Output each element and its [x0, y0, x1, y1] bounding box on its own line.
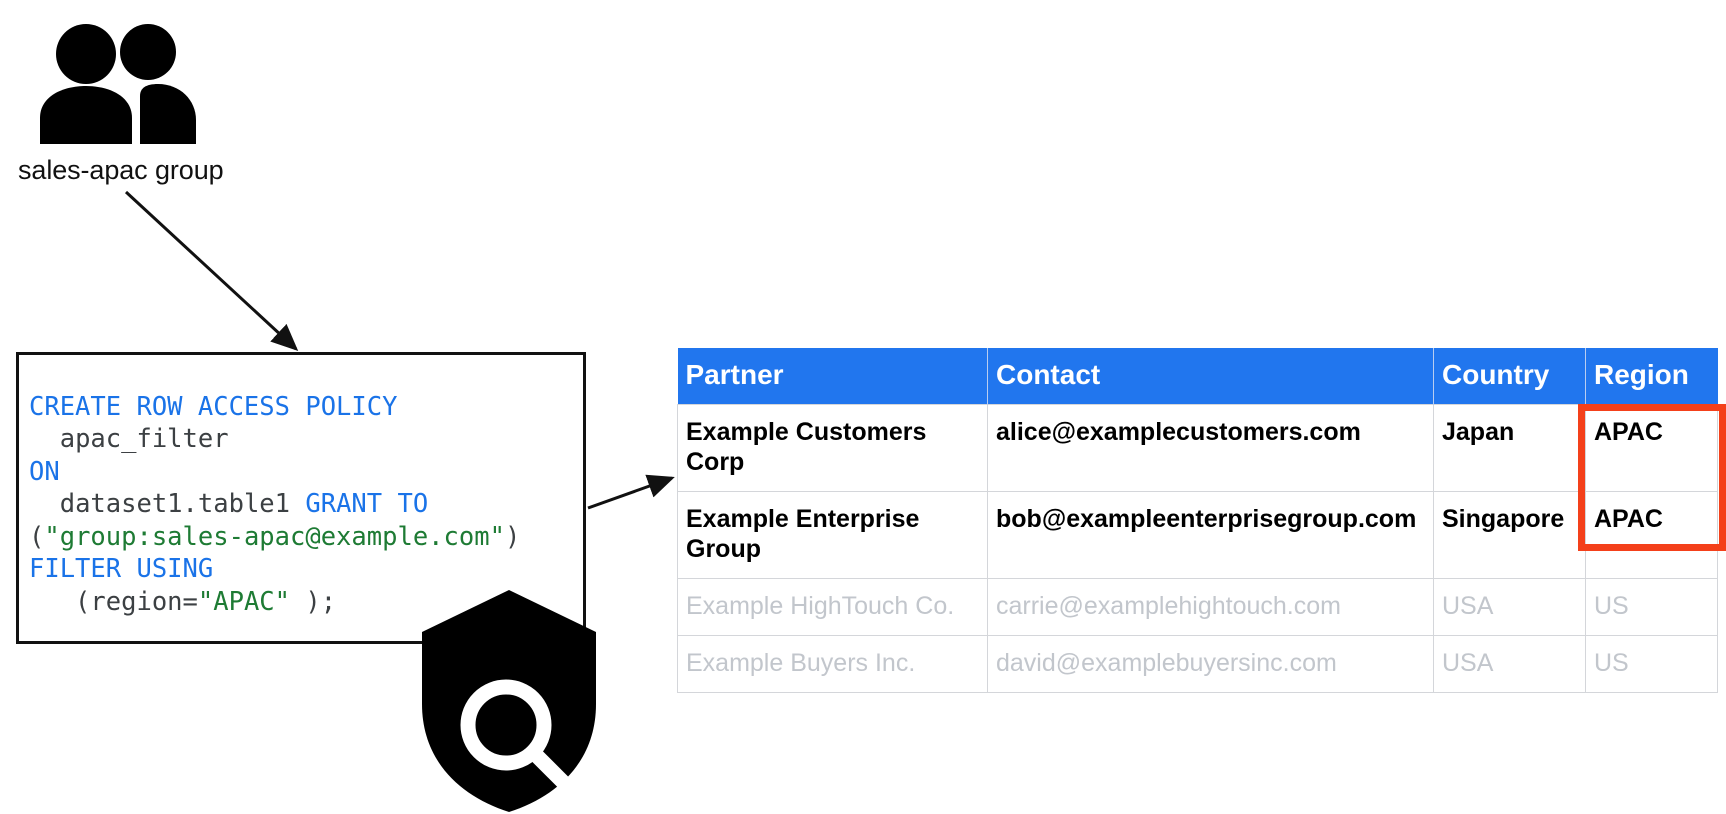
- cell-contact: carrie@examplehightouch.com: [987, 577, 1434, 636]
- sql-code: CREATE ROW ACCESS POLICY apac_filter ON …: [29, 391, 521, 617]
- table-row: Example Customers Corp alice@examplecust…: [677, 403, 1718, 492]
- group-label: sales-apac group: [18, 155, 224, 185]
- table-header-row: Partner Contact Country Region: [677, 348, 1718, 404]
- cell-contact: alice@examplecustomers.com: [987, 403, 1434, 492]
- column-header-contact[interactable]: Contact: [987, 348, 1434, 404]
- column-header-country[interactable]: Country: [1433, 348, 1586, 404]
- cell-contact: bob@exampleenterprisegroup.com: [987, 490, 1434, 579]
- column-header-region[interactable]: Region: [1585, 348, 1718, 404]
- cell-country: Japan: [1433, 403, 1586, 492]
- cell-region: APAC: [1585, 490, 1718, 579]
- table-row: Example Buyers Inc. david@examplebuyersi…: [677, 634, 1718, 693]
- cell-partner: Example Customers Corp: [677, 403, 988, 492]
- column-header-partner[interactable]: Partner: [677, 348, 988, 404]
- people-group-icon: [18, 22, 218, 144]
- partner-table: Partner Contact Country Region Example C…: [677, 348, 1718, 693]
- table-row: Example Enterprise Group bob@exampleente…: [677, 490, 1718, 579]
- table-row: Example HighTouch Co. carrie@examplehigh…: [677, 577, 1718, 636]
- cell-region: US: [1585, 577, 1718, 636]
- cell-partner: Example HighTouch Co.: [677, 577, 988, 636]
- cell-country: USA: [1433, 577, 1586, 636]
- cell-country: USA: [1433, 634, 1586, 693]
- cell-partner: Example Buyers Inc.: [677, 634, 988, 693]
- cell-region: US: [1585, 634, 1718, 693]
- cell-contact: david@examplebuyersinc.com: [987, 634, 1434, 693]
- shield-magnifier-icon: [420, 588, 598, 814]
- row-access-policy-code-box: CREATE ROW ACCESS POLICY apac_filter ON …: [16, 352, 586, 644]
- cell-partner: Example Enterprise Group: [677, 490, 988, 579]
- cell-country: Singapore: [1433, 490, 1586, 579]
- cell-region: APAC: [1585, 403, 1718, 492]
